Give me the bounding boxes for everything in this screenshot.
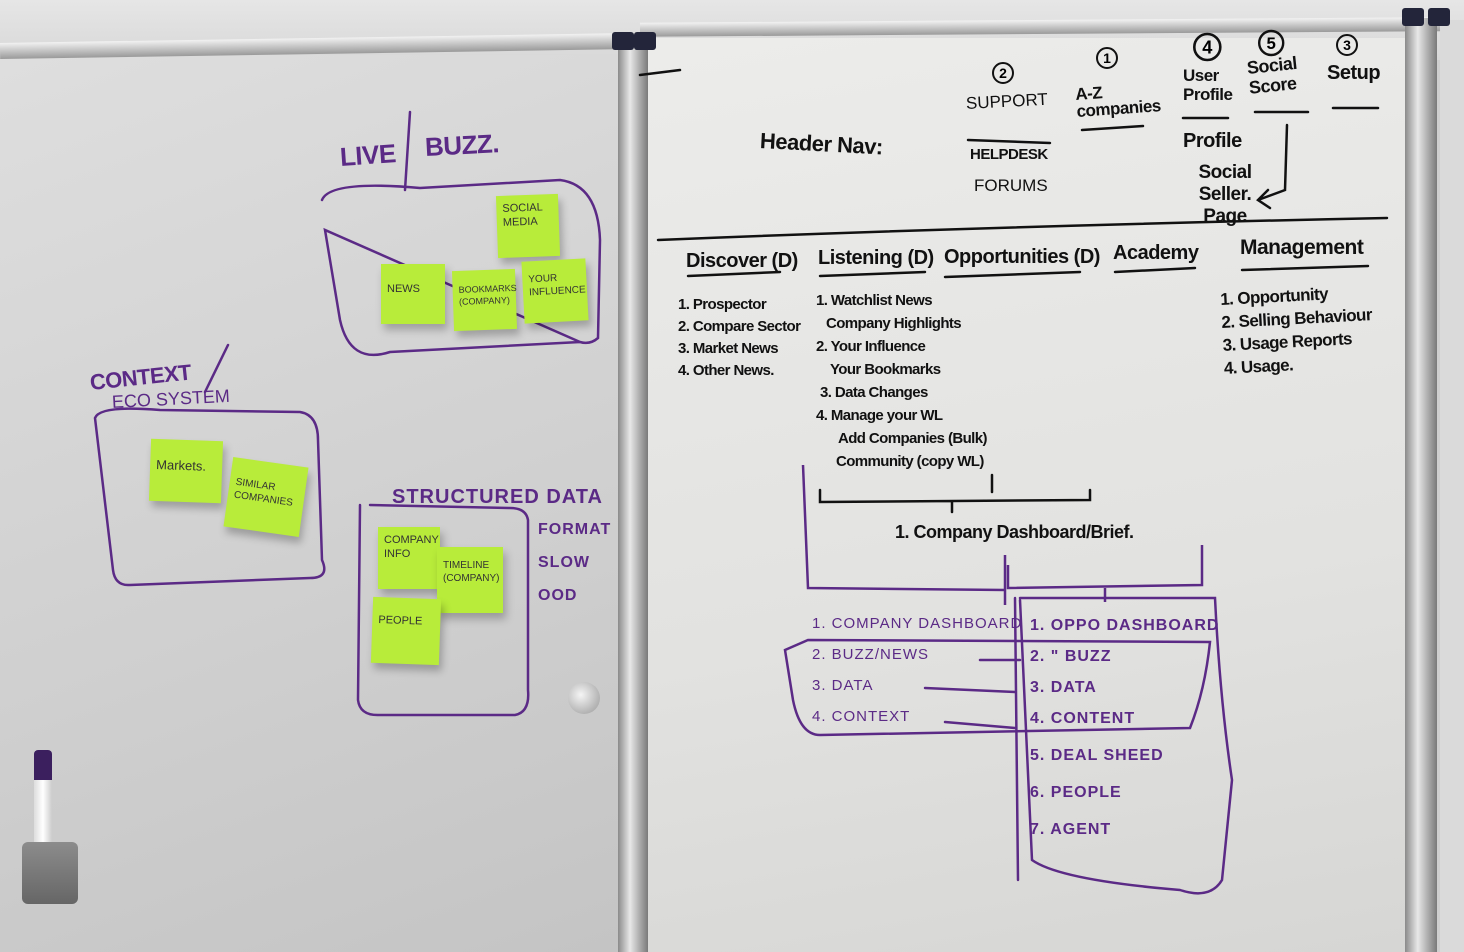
whiteboard-eraser[interactable] (22, 842, 78, 904)
structured-data-title: STRUCTURED DATA (392, 486, 603, 508)
header-subitem: HELPDESK (970, 146, 1048, 163)
header-item-a-z-companies: A-Z companies (1074, 83, 1162, 121)
live-title: LIVE (338, 138, 397, 172)
header-item-social-score: Social Score (1245, 52, 1298, 98)
main-nav-discover: Discover (D) (686, 250, 798, 272)
header-item-support: SUPPORT (965, 89, 1049, 113)
management-list: 1. Opportunity 2. Selling Behaviour 3. U… (1220, 280, 1375, 380)
header-item-setup: Setup (1327, 62, 1381, 84)
list-item: 2. Compare Sector (678, 318, 801, 335)
nav-divider (656, 216, 1389, 242)
list-item: 1. Prospector (678, 296, 767, 313)
company-dashboard-label: 1. Company Dashboard/Brief. (895, 522, 1134, 542)
sticky-note: SIMILAR COMPANIES (223, 457, 309, 537)
list-item: 3. Market News (678, 340, 779, 357)
main-nav-listening: Listening (D) (818, 247, 934, 269)
list-item: 7. AGENT (1030, 821, 1112, 838)
frame-clip (634, 32, 656, 50)
list-item: 1. Watchlist News (816, 292, 933, 309)
list-item: 3. DATA (1030, 679, 1097, 696)
note-format: FORMAT (538, 521, 612, 538)
social-score-arrow (1256, 123, 1289, 210)
number-circle: 2 (992, 62, 1014, 84)
list-item: Your Bookmarks (830, 361, 941, 378)
list-item: 1. COMPANY DASHBOARD (812, 615, 1023, 632)
suction-cup (568, 682, 600, 714)
whiteboard-marker[interactable] (34, 750, 52, 845)
dashboard-branch (801, 464, 1204, 605)
list-item: 4. CONTEXT (812, 708, 911, 725)
header-subitem: FORUMS (974, 176, 1048, 195)
nav-mark (638, 68, 682, 77)
frame-clip (612, 32, 634, 50)
header-underlines (966, 106, 1380, 145)
header-subitem: Profile (1183, 130, 1242, 152)
live-buzz-box (320, 178, 602, 357)
oppo-dashboard-list: 1. OPPO DASHBOARD 2. " BUZZ 3. DATA 4. C… (1030, 610, 1219, 845)
list-item: 2. " BUZZ (1030, 648, 1112, 665)
sticky-note: BOOKMARKS (COMPANY) (451, 268, 518, 332)
list-item: 4. Other News. (678, 362, 774, 379)
sticky-note: NEWS (381, 264, 445, 324)
note-slow: SLOW (538, 554, 590, 571)
number-circle: 5 (1258, 29, 1285, 57)
live-buzz-slash (403, 110, 412, 192)
mapping-arrows (923, 658, 1022, 730)
structured-notes: FORMAT SLOW OOD (538, 513, 611, 612)
dashboard-group-box (783, 638, 1212, 737)
main-nav-academy: Academy (1113, 242, 1199, 264)
note-ood: OOD (538, 587, 578, 604)
sticky-note: SOCIAL MEDIA (495, 193, 561, 259)
dashboard-bracket (818, 473, 1092, 514)
frame-clip (1428, 8, 1450, 26)
list-item: 4. Manage your WL (816, 407, 943, 424)
main-nav-management: Management (1240, 236, 1364, 259)
list-item: 1. OPPO DASHBOARD (1030, 617, 1220, 634)
board-frame-right (1405, 18, 1437, 952)
sticky-note: PEOPLE (370, 596, 442, 666)
whiteboard-far-right (1440, 20, 1464, 952)
header-subitem: Social Seller. Page (1198, 162, 1252, 227)
list-item: 3. DATA (812, 677, 874, 694)
list-item: Company Highlights (826, 315, 962, 332)
main-nav-opportunities: Opportunities (D) (944, 246, 1100, 268)
company-dashboard-list: 1. COMPANY DASHBOARD 2. BUZZ/NEWS 3. DAT… (812, 608, 1022, 732)
sticky-note: COMPANY INFO (378, 527, 440, 589)
list-item: 4. CONTENT (1030, 710, 1136, 727)
number-circle: 1 (1096, 47, 1118, 69)
list-item: Community (copy WL) (836, 453, 984, 470)
context-slash (203, 343, 230, 394)
main-nav-underlines (686, 264, 1370, 279)
sticky-note: Markets. (148, 438, 224, 504)
sticky-note: TIMELINE (COMPANY) (437, 547, 503, 613)
oppo-divider (1013, 596, 1020, 882)
buzz-title: BUZZ. (424, 128, 500, 162)
context-box (93, 407, 326, 587)
number-circle: 3 (1336, 34, 1358, 56)
discover-list: 1. Prospector 2. Compare Sector 3. Marke… (678, 294, 801, 382)
board-frame-divider (618, 40, 648, 952)
sticky-note: YOUR INFLUENCE (521, 258, 589, 324)
structured-box (356, 503, 530, 717)
list-item: 5. DEAL SHEED (1030, 747, 1164, 764)
list-item: 2. Your Influence (816, 338, 926, 355)
frame-clip (1402, 8, 1424, 26)
list-item: 2. BUZZ/NEWS (812, 646, 930, 663)
list-item: 6. PEOPLE (1030, 784, 1122, 801)
oppo-box (1018, 596, 1234, 895)
list-item: 3. Data Changes (820, 384, 928, 401)
header-item-user-profile: User Profile (1183, 66, 1233, 104)
listening-list: 1. Watchlist News Company Highlights 2. … (816, 289, 987, 473)
list-item: Add Companies (Bulk) (838, 430, 987, 447)
number-circle: 4 (1193, 32, 1222, 62)
